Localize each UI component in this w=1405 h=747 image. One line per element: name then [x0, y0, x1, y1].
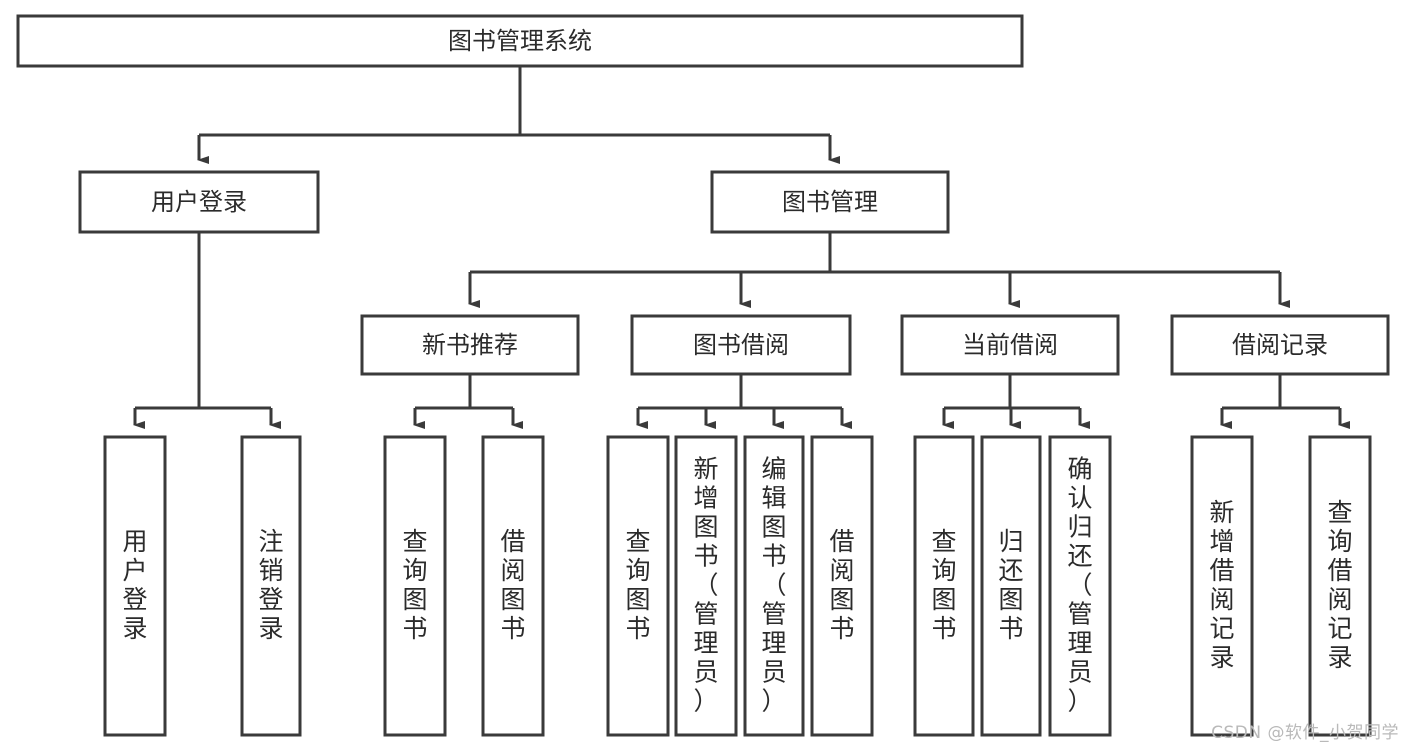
node-label: 图书管理	[782, 188, 878, 216]
node-leaf-6[interactable]: 编辑图书（管理员）	[743, 435, 805, 737]
edges-layer	[133, 66, 1350, 429]
node-label: 新书推荐	[422, 331, 518, 359]
node-leaf-11[interactable]: 新增借阅记录	[1190, 435, 1254, 737]
node-leaf-5[interactable]: 新增图书（管理员）	[674, 435, 738, 737]
node-leaf-10[interactable]: 确认归还（管理员）	[1048, 435, 1112, 737]
node-level3-2[interactable]: 当前借阅	[900, 314, 1120, 376]
node-label: 用户登录	[122, 527, 147, 643]
node-label: 借阅图书	[500, 527, 525, 643]
node-label: 查询图书	[931, 527, 956, 643]
node-level3-0[interactable]: 新书推荐	[360, 314, 580, 376]
node-leaf-9[interactable]: 归还图书	[980, 435, 1042, 737]
node-label: 新增借阅记录	[1209, 498, 1234, 672]
node-label: 查询图书	[402, 527, 427, 643]
node-label: 新增图书（管理员）	[693, 455, 718, 716]
node-leaf-3[interactable]: 借阅图书	[481, 435, 545, 737]
nodes-layer: 图书管理系统用户登录图书管理新书推荐图书借阅当前借阅借阅记录用户登录注销登录查询…	[16, 14, 1390, 737]
node-label: 确认归还（管理员）	[1067, 455, 1092, 716]
node-leaf-4[interactable]: 查询图书	[606, 435, 670, 737]
node-leaf-1[interactable]: 注销登录	[240, 435, 302, 737]
node-leaf-7[interactable]: 借阅图书	[810, 435, 874, 737]
node-label: 图书管理系统	[448, 27, 592, 55]
node-level3-3[interactable]: 借阅记录	[1170, 314, 1390, 376]
node-leaf-2[interactable]: 查询图书	[383, 435, 447, 737]
node-label: 查询图书	[625, 527, 650, 643]
node-leaf-0[interactable]: 用户登录	[103, 435, 167, 737]
node-label: 编辑图书（管理员）	[761, 455, 786, 716]
watermark-text: CSDN @软件_小贺同学	[1211, 723, 1399, 743]
node-label: 归还图书	[998, 527, 1023, 643]
node-level2-1[interactable]: 图书管理	[710, 170, 950, 234]
node-label: 借阅记录	[1232, 331, 1328, 359]
node-label: 当前借阅	[962, 331, 1058, 359]
node-level2-0[interactable]: 用户登录	[78, 170, 320, 234]
node-label: 借阅图书	[829, 527, 854, 643]
node-leaf-12[interactable]: 查询借阅记录	[1308, 435, 1372, 737]
node-root[interactable]: 图书管理系统	[16, 14, 1024, 68]
node-label: 图书借阅	[693, 331, 789, 359]
node-leaf-8[interactable]: 查询图书	[913, 435, 975, 737]
node-label: 用户登录	[151, 188, 247, 216]
node-label: 注销登录	[258, 527, 283, 643]
node-level3-1[interactable]: 图书借阅	[630, 314, 852, 376]
node-label: 查询借阅记录	[1327, 498, 1352, 672]
